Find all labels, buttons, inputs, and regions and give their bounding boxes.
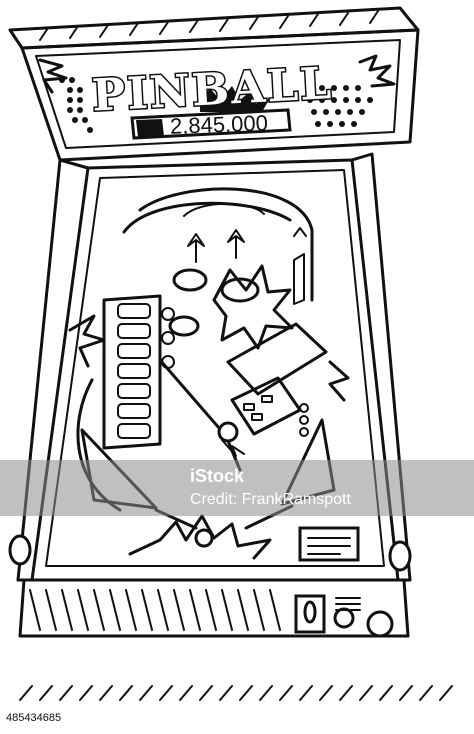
speaker-grid-left xyxy=(59,77,93,133)
starburst-left xyxy=(38,58,68,94)
backbox: PINBALL 2,845,000 xyxy=(8,6,420,162)
cabinet xyxy=(8,152,412,638)
watermark-credit: Credit: FrankRamspott xyxy=(190,491,351,508)
lane-targets xyxy=(102,294,162,450)
drain-starburst xyxy=(128,514,272,560)
machine-title: PINBALL xyxy=(91,58,334,122)
bumper xyxy=(168,315,200,337)
score-value: 2,845,000 xyxy=(170,110,269,138)
starburst-bumper xyxy=(212,264,294,350)
playfield xyxy=(68,187,360,562)
start-button xyxy=(333,607,355,629)
score-starburst xyxy=(200,86,270,112)
plunger-knob xyxy=(366,610,394,638)
lightning-icon xyxy=(221,439,245,457)
ramp xyxy=(226,322,328,396)
left-starburst xyxy=(68,314,106,368)
speaker-grid-right xyxy=(307,85,373,127)
ground-shadow xyxy=(19,685,453,701)
arrow-up-icon xyxy=(187,233,205,263)
watermark-band xyxy=(0,460,474,516)
watermark-logo: iStock xyxy=(190,466,245,486)
bumper xyxy=(172,268,208,292)
score-display xyxy=(130,108,292,140)
instruction-card xyxy=(298,526,360,562)
stock-id: 485434685 xyxy=(6,712,62,724)
pinball-ball xyxy=(217,421,239,443)
arrow-up-icon xyxy=(227,229,245,259)
starburst-right xyxy=(358,54,396,88)
